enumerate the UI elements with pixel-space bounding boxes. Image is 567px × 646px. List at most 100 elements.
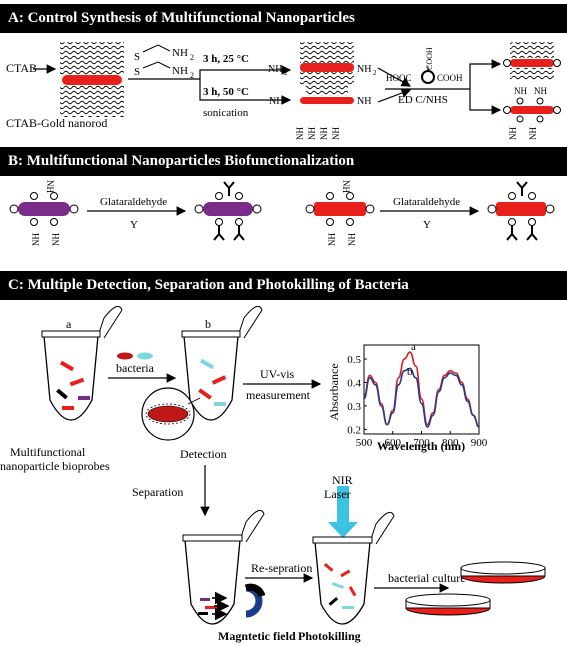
bacterium-zoom-inset xyxy=(141,387,201,441)
panel-b-scheme: NH NH NH Glataraldehyde Y xyxy=(9,180,555,246)
uvvis-label: UV-vis xyxy=(260,367,295,381)
svg-text:2: 2 xyxy=(373,69,377,77)
sonication-label: sonication xyxy=(203,107,249,119)
series-line-b xyxy=(363,367,480,428)
svg-text:2: 2 xyxy=(284,69,288,77)
svg-text:NH: NH xyxy=(172,47,188,59)
gold-nanorod-label: CTAB-Gold nanorod xyxy=(6,116,107,130)
y-tick-label-0.3: 0.3 xyxy=(347,401,361,413)
x-tick-label-600: 600 xyxy=(385,437,402,449)
svg-text:NH: NH xyxy=(341,180,351,193)
glutaraldehyde-label-right: Glataraldehyde xyxy=(393,196,460,208)
svg-text:NH: NH xyxy=(268,64,282,75)
svg-text:a: a xyxy=(66,317,72,331)
cystamine-molecule: S S NH 2 NH 2 xyxy=(134,44,194,80)
red-rod-antibody xyxy=(487,181,555,241)
svg-text:NH: NH xyxy=(45,180,55,193)
tube-photokilling xyxy=(312,511,395,625)
svg-text:S: S xyxy=(134,66,140,78)
antibody-y-label-right: Y xyxy=(423,219,431,231)
curve-a-label: a xyxy=(411,341,416,353)
nir-laser-beam xyxy=(328,486,358,538)
svg-text:NH: NH xyxy=(347,233,357,246)
ctab-bilayer-top xyxy=(60,42,124,75)
tube-separation xyxy=(182,509,265,625)
ctab-label: CTAB xyxy=(6,61,37,75)
svg-text:NH: NH xyxy=(307,127,317,140)
panel-c-scheme: a Multifunctional nanoparticle bioprobes… xyxy=(0,305,546,643)
svg-text:NH: NH xyxy=(534,86,547,96)
y-axis-label: Absorbance xyxy=(327,363,341,420)
y-tick-label-0.4: 0.4 xyxy=(347,377,361,389)
y-tick-label-0.5: 0.5 xyxy=(347,354,361,366)
x-axis-label: Wavelength (nm) xyxy=(377,439,465,453)
culture-label: bacterial culture xyxy=(388,571,466,585)
separation-label: Separation xyxy=(132,485,183,499)
edc-nhs-label: ED C/NHS xyxy=(398,94,448,106)
x-tick-label-700: 700 xyxy=(413,437,430,449)
petri-dish-bottom xyxy=(405,593,491,616)
svg-text:S: S xyxy=(134,51,140,63)
x-tick-label-500: 500 xyxy=(356,437,373,449)
petri-dish-top xyxy=(460,561,546,584)
bacteria-cyan-symbol xyxy=(137,352,153,360)
y-tick-label-0.2: 0.2 xyxy=(347,424,361,436)
purple-rod-antibody xyxy=(194,181,262,241)
magnet-icon xyxy=(244,583,266,618)
absorbance-chart: 500 600 700 800 900 0.2 0.3 0.4 0.5 Wavelength (… xyxy=(327,341,488,453)
bacteria-red-symbol xyxy=(117,352,133,360)
svg-text:HOOC: HOOC xyxy=(386,73,412,83)
svg-text:NH: NH xyxy=(31,233,41,246)
antibody-y-label-left: Y xyxy=(130,219,138,231)
condition-bottom: 3 h, 50 °C xyxy=(203,86,249,98)
svg-text:NH: NH xyxy=(357,64,371,75)
magnetic-field-label: Magntetic field xyxy=(218,629,296,643)
red-rod-amine: NH NH NH xyxy=(305,180,375,246)
svg-text:COOH: COOH xyxy=(425,47,434,70)
laser-label: Laser xyxy=(324,487,351,501)
svg-text:NH: NH xyxy=(514,86,527,96)
glutaraldehyde-label-left: Glataraldehyde xyxy=(100,196,167,208)
panel-c-header: C: Multiple Detection, Separation and Ph… xyxy=(0,271,567,300)
final-end-conjugated-rod xyxy=(503,42,561,80)
panel-a-scheme: CTAB CTAB-Gold nanorod S S NH 2 NH 2 3 h… xyxy=(6,42,561,140)
nir-label: NIR xyxy=(332,473,353,487)
gold-nanorod xyxy=(62,75,122,85)
svg-text:NH: NH xyxy=(357,96,371,107)
svg-text:NH: NH xyxy=(295,127,305,140)
svg-text:NH: NH xyxy=(528,127,538,140)
bioprobes-label-1: Multifunctional xyxy=(10,445,86,459)
ctab-bilayer-bottom xyxy=(60,84,124,117)
svg-text:NH: NH xyxy=(331,127,341,140)
svg-text:b: b xyxy=(205,317,211,331)
curve-b-label: b xyxy=(407,366,413,378)
final-side-conjugated-rod: NH NH NH NH xyxy=(503,86,561,140)
svg-text:NH: NH xyxy=(319,127,329,140)
svg-text:NH: NH xyxy=(327,233,337,246)
condition-top: 3 h, 25 °C xyxy=(203,53,249,65)
svg-text:NH: NH xyxy=(51,233,61,246)
panel-a-header: A: Control Synthesis of Multifunctional … xyxy=(0,4,567,33)
svg-text:NH: NH xyxy=(508,127,518,140)
svg-text:NH: NH xyxy=(172,65,188,77)
x-tick-label-800: 800 xyxy=(442,437,459,449)
svg-text:COOH: COOH xyxy=(437,73,463,83)
bacteria-label: bacteria xyxy=(116,361,155,375)
svg-text:2: 2 xyxy=(190,71,194,80)
tube-b: b xyxy=(181,305,263,421)
bioprobes-label-2: nanoparticle bioprobes xyxy=(0,459,110,473)
svg-text:NH: NH xyxy=(269,96,283,107)
amine-rod-end-functionalized: NH 2 NH 2 xyxy=(268,42,377,86)
measurement-label: measurement xyxy=(246,388,311,402)
amine-rod-side-functionalized: NH NH NH NH NH NH xyxy=(269,84,371,140)
dicarboxylic-linker: HOOC COOH COOH xyxy=(386,47,463,84)
x-tick-label-900: 900 xyxy=(471,437,488,449)
tube-a: a xyxy=(41,305,123,421)
svg-text:2: 2 xyxy=(190,53,194,62)
reseparation-label: Re-sepration xyxy=(251,561,312,575)
photokilling-label: Photokilling xyxy=(298,629,361,643)
purple-rod-amine: NH NH NH xyxy=(9,180,79,246)
panel-b-header: B: Multifunctional Nanoparticles Biofunc… xyxy=(0,147,567,176)
detection-label: Detection xyxy=(180,447,227,461)
